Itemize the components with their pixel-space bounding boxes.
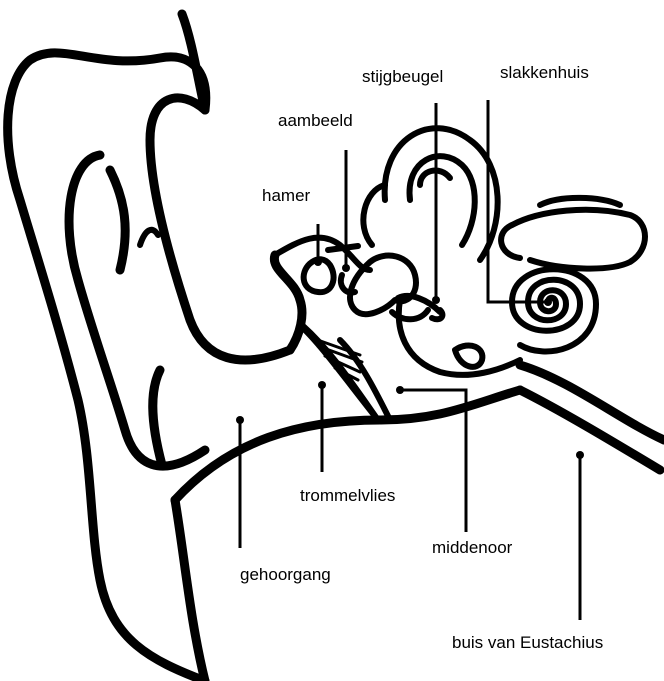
- leader-dot-hamer: [314, 258, 322, 266]
- label-trommelvlies: trommelvlies: [300, 487, 395, 504]
- leader-dot-gehoorgang: [236, 416, 244, 424]
- label-aambeeld: aambeeld: [278, 112, 353, 129]
- leader-dot-trommelvlies: [318, 381, 326, 389]
- semicircular-canals: [363, 128, 520, 375]
- leader-dot-middenoor: [396, 386, 404, 394]
- ear-canal: [175, 255, 520, 681]
- leader-dot-stijgbeugel: [432, 296, 440, 304]
- label-gehoorgang: gehoorgang: [240, 566, 331, 583]
- label-buis-van-eustachius: buis van Eustachius: [452, 634, 603, 651]
- leader-dot-buis-van-eustachius: [576, 451, 584, 459]
- label-slakkenhuis: slakkenhuis: [500, 64, 589, 81]
- eustachian-tube: [520, 365, 664, 470]
- leader-dot-aambeeld: [342, 264, 350, 272]
- label-middenoor: middenoor: [432, 539, 512, 556]
- cochlea: [501, 198, 645, 352]
- label-stijgbeugel: stijgbeugel: [362, 68, 443, 85]
- ossicles: [304, 246, 443, 319]
- label-hamer: hamer: [262, 187, 310, 204]
- leader-dot-slakkenhuis: [544, 298, 552, 306]
